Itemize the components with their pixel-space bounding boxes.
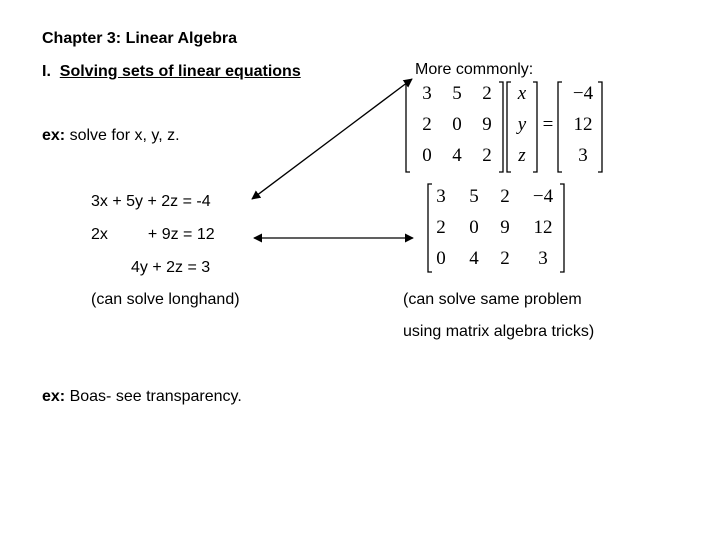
more-commonly-label: More commonly: (415, 61, 534, 78)
matrix-cell: 2 (482, 145, 492, 166)
example-1-prefix: ex: (42, 127, 66, 144)
section-heading: I. Solving sets of linear equations (42, 63, 301, 81)
longhand-note: (can solve longhand) (91, 291, 240, 308)
equation-2: 2x + 9z = 12 (91, 226, 215, 243)
matrix-cell: 3 (538, 248, 548, 269)
matrix-cell: 12 (533, 217, 553, 238)
matrix-cell: 2 (500, 248, 510, 269)
right-bracket (499, 81, 504, 173)
example-2: ex: Boas- see transparency. (42, 388, 242, 406)
vector-cell: z (518, 145, 526, 166)
page-title: Chapter 3: Linear Algebra (42, 30, 238, 47)
matrix-cell: 2 (422, 114, 432, 135)
example-1: ex: solve for x, y, z. (42, 127, 180, 145)
matrix-cell: 9 (482, 114, 492, 135)
vector-cell: y (517, 114, 527, 135)
matrix-note-line-2: using matrix algebra tricks) (403, 323, 595, 340)
section-number: I. (42, 63, 51, 80)
left-bracket (557, 81, 562, 173)
left-bracket (506, 81, 511, 173)
right-bracket (533, 81, 538, 173)
left-bracket (405, 81, 410, 173)
matrix-cell: 2 (482, 83, 492, 104)
matrix-cell: 9 (500, 217, 510, 238)
example-2-prefix: ex: (42, 388, 66, 405)
matrix-cell: 2 (500, 186, 510, 207)
right-bracket (560, 183, 565, 273)
matrix-cell: 5 (469, 186, 479, 207)
equation-3: 4y + 2z = 3 (131, 259, 211, 276)
equals-sign: = (542, 114, 554, 135)
matrix-cell: 4 (452, 145, 462, 166)
left-bracket (427, 183, 432, 273)
matrix-note-line-1: (can solve same problem (403, 291, 582, 308)
matrix-cell: 0 (422, 145, 432, 166)
matrix-cell: 0 (452, 114, 462, 135)
matrix-cell: −4 (532, 186, 554, 207)
matrix-cell: 2 (436, 217, 446, 238)
arrow-equations-to-matrix-equation (251, 78, 413, 200)
matrix-cell: 0 (469, 217, 479, 238)
example-2-text: Boas- see transparency. (69, 388, 242, 405)
matrix-cell: 3 (436, 186, 446, 207)
matrix-cell: 5 (452, 83, 462, 104)
matrix-cell: 0 (436, 248, 446, 269)
matrix-cell: 4 (469, 248, 479, 269)
vector-cell: 12 (573, 114, 593, 135)
right-bracket (598, 81, 603, 173)
vector-cell: x (517, 83, 527, 104)
section-title: Solving sets of linear equations (59, 63, 301, 80)
vector-cell: −4 (572, 83, 594, 104)
vector-cell: 3 (578, 145, 588, 166)
matrix-cell: 3 (422, 83, 432, 104)
equation-1: 3x + 5y + 2z = -4 (91, 193, 211, 210)
example-1-text: solve for x, y, z. (69, 127, 180, 144)
